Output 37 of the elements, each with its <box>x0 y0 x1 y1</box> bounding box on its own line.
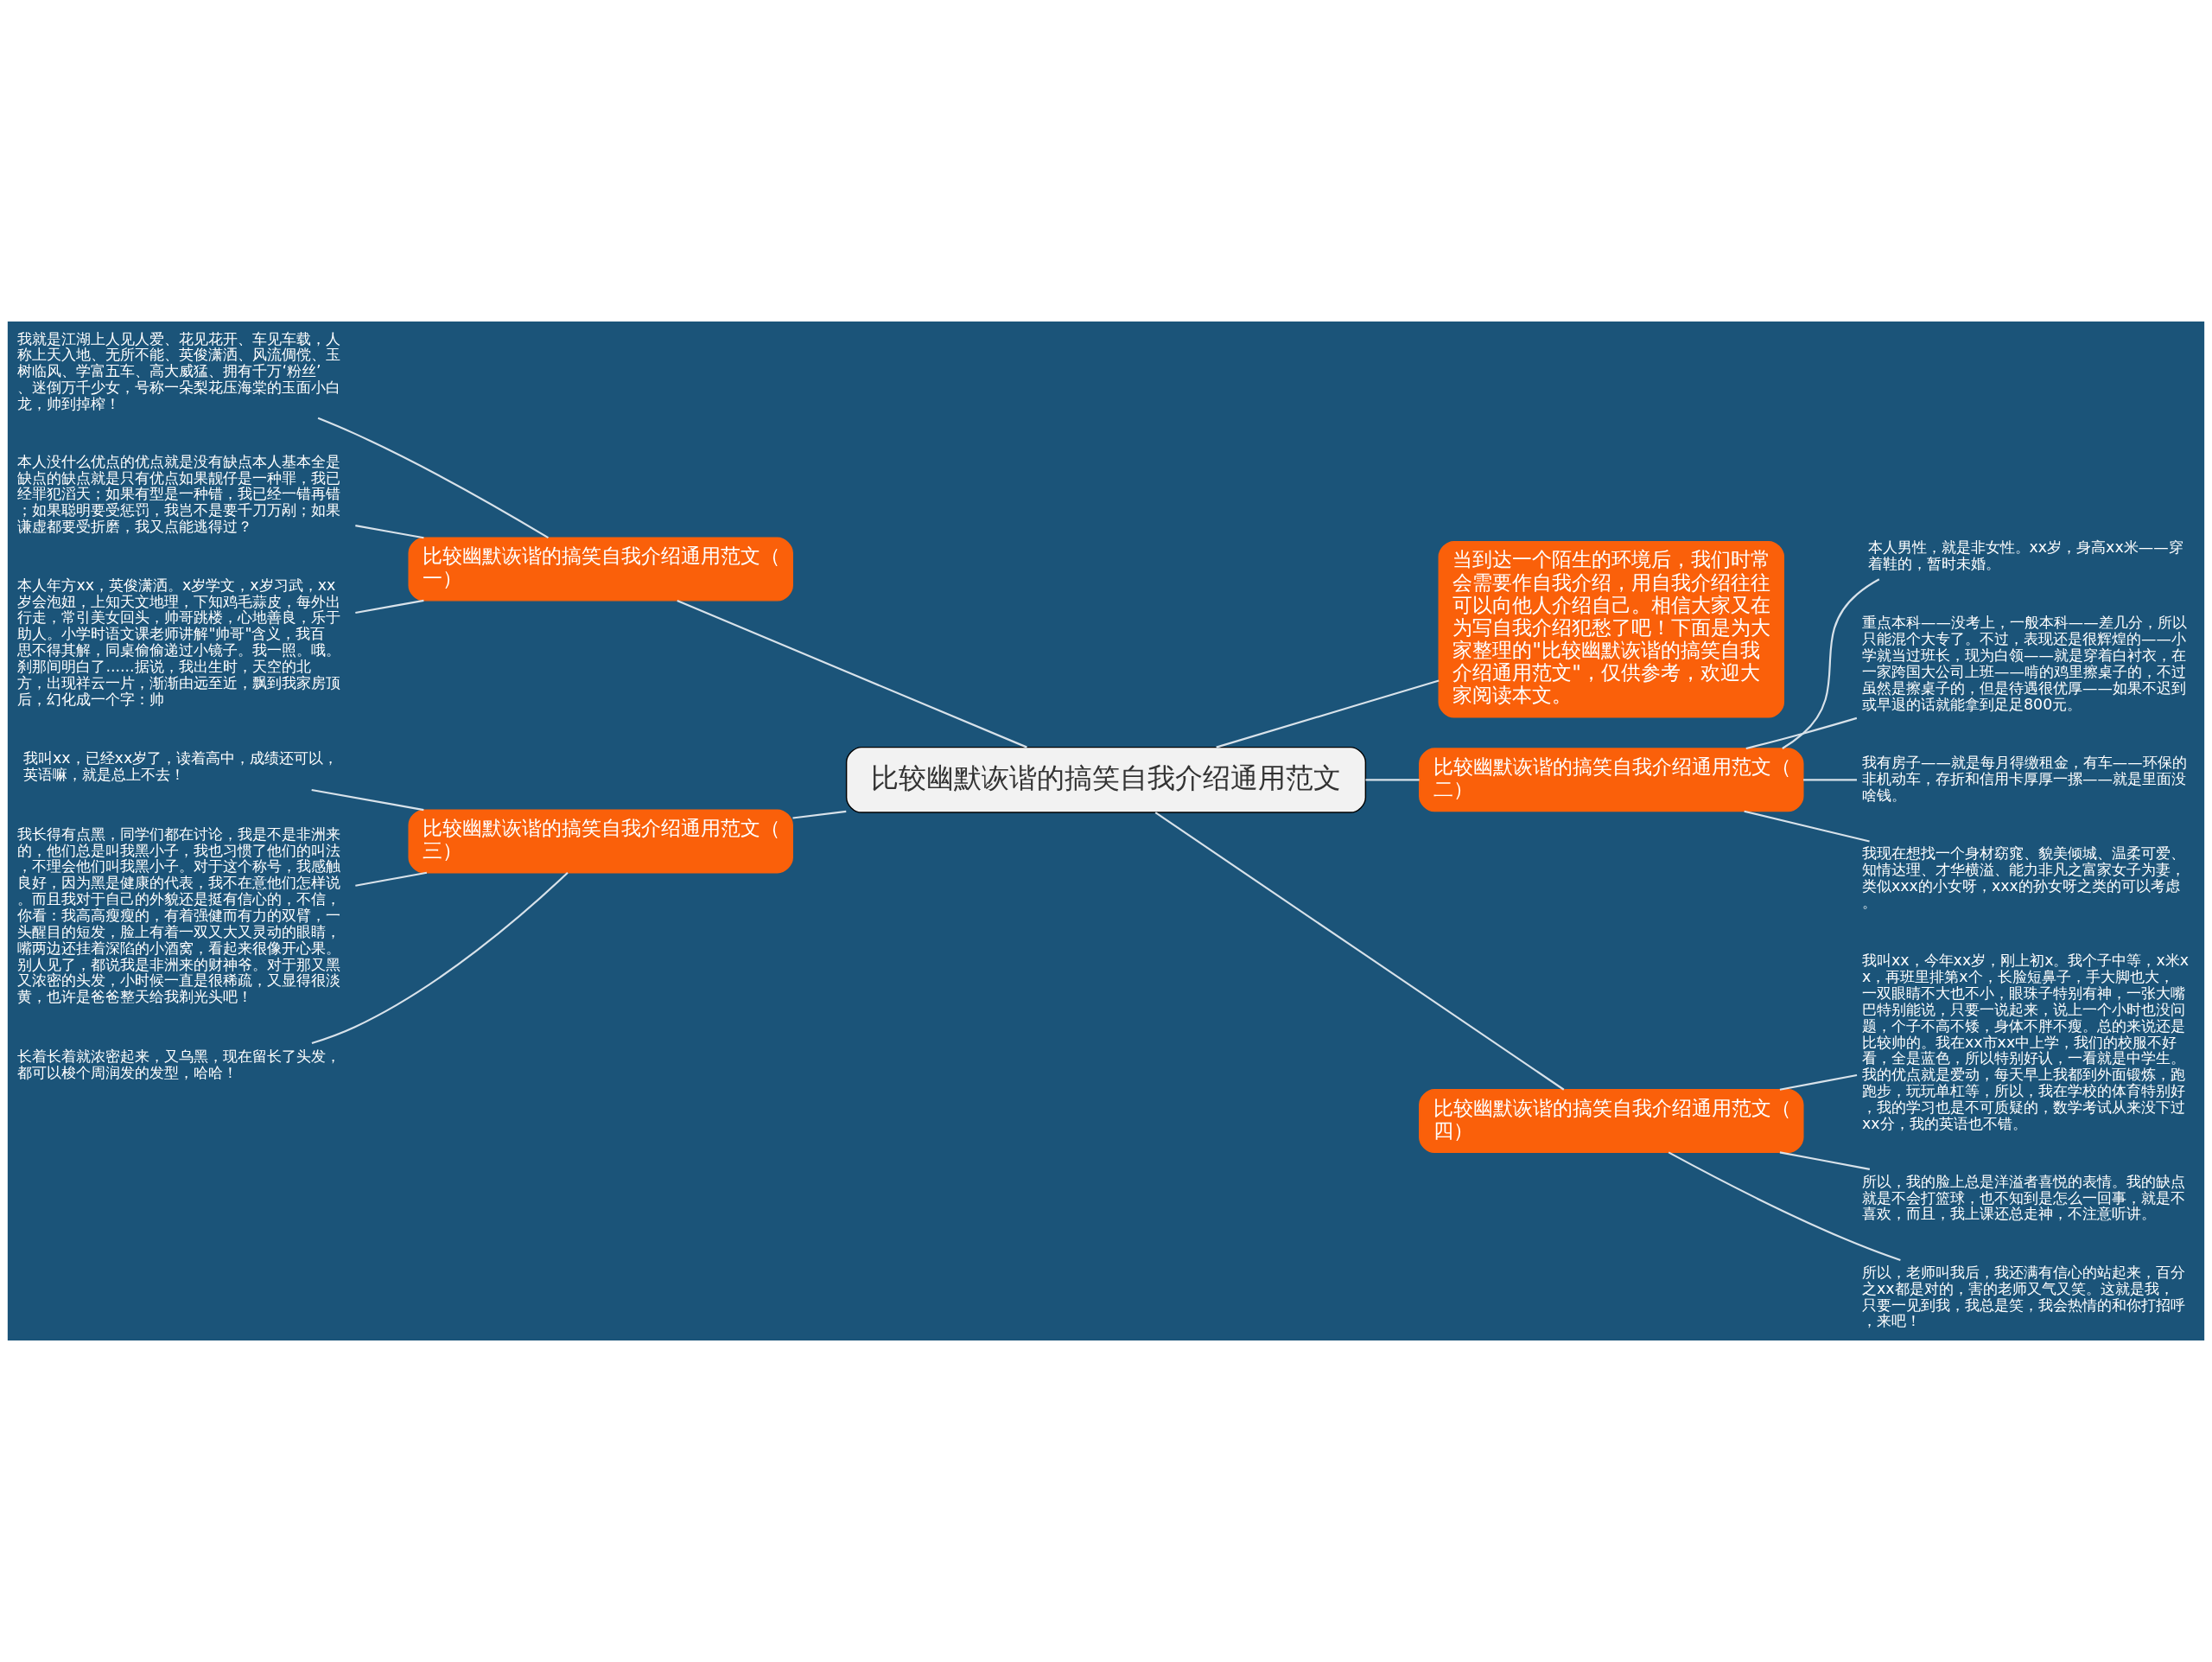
node-text: 我叫xx，今年xx岁，刚上初x。我个子中等，x米xx，再班里排第x个，长脸短鼻子，手大脚也大，一双眼睛不大也不小，眼珠子特别有神，一张大嘴巴特别能说，只要一说起来，说上一个小时也没问题，个子不高不矮，身体不胖不瘦。总的来说还是比较帅的。我在xx市xx中上学，我们的校服不好看，全是蓝色，所以特别好认，一看就是中学生。我的优点就是爱动，每天早上我都到外面锻炼，跑跑步，玩玩单杠等，所以，我在学校的体育特别好，我的学习也是不可质疑的，数学考试从来没下过xx分，我的英语也不错。 <box>1862 952 2190 1132</box>
node-box: 比较幽默诙谐的搞笑自我介绍通用范文（一） <box>408 537 793 602</box>
connector <box>1154 812 1565 1091</box>
connector <box>1744 810 1870 843</box>
node-box: 比较幽默诙谐的搞笑自我介绍通用范文 <box>845 746 1367 813</box>
connector <box>1782 578 1880 749</box>
connector <box>355 599 424 614</box>
connector <box>677 600 1027 748</box>
node-text: 本人年方xx，英俊潇洒。x岁学文，x岁习武，xx岁会泡妞，上知天文地理，下知鸡毛蒜皮，每外出行走，常引美女回头，帅哥跳楼，心地善良，乐于助人。小学时语文课老师讲解"帅哥"含义，我百思不得其解，同桌偷偷递过小镜子。我一照。哦。刹那间明白了......据说，我出生时，天空的北方，出现祥云一片，渐渐由远至近，飘到我家房顶后，幻化成一个字：帅 <box>17 576 341 708</box>
node-text: 我有房子——就是每月得缴租金，有车——环保的非机动车，存折和信用卡厚厚一摞——就是里面没啥钱。 <box>1862 754 2187 804</box>
node-box: 比较幽默诙谐的搞笑自我介绍通用范文（四） <box>1419 1089 1804 1154</box>
connector <box>792 810 847 819</box>
node-box: 比较幽默诙谐的搞笑自我介绍通用范文（三） <box>408 809 793 874</box>
node-text: 我长得有点黑，同学们都在讨论，我是不是非洲来的，他们总是叫我黑小子，我也习惯了他们的叫法，不理会他们叫我黑小子。对于这个称号，我感触良好，因为黑是健康的代表，我不在意他们怎样说。而且我对于自己的外貌还是挺有信心的，不信，你看：我高高瘦瘦的，有着强健而有力的双臂，一头醒目的短发，脸上有着一双又大又灵动的眼睛，嘴两边还挂着深陷的小酒窝，看起来很像开心果。别人见了，都说我是非洲来的财神爷。对于那又黑又浓密的头发，小时候一直是很稀疏，又显得很淡黄，也许是爸爸整天给我剃光头吧！ <box>17 825 341 1006</box>
connector <box>1779 1151 1871 1170</box>
connector <box>1668 1151 1901 1262</box>
connector <box>1745 716 1858 750</box>
node-text: 我叫xx，已经xx岁了，读着高中，成绩还可以，英语嘛，就是总上不去！ <box>23 748 339 783</box>
node-text: 所以，老师叫我后，我还满有信心的站起来，百分之xx都是对的，害的老师又气又笑。这就是我，只要一见到我，我总是笑，我会热情的和你打招呼，来吧！ <box>1862 1263 2185 1330</box>
node-box: 当到达一个陌生的环境后，我们时常会需要作自我介绍，用自我介绍往往可以向他人介绍自己。相信大家又在为写自我介绍犯愁了吧！下面是为大家整理的"比较幽默诙谐的搞笑自我介绍通用范文"，仅供参考，欢迎大家阅读本文。 <box>1438 540 1785 718</box>
node-text: 重点本科——没考上，一般本科——差几分，所以只能混个大专了。不过，表现还是很辉煌的——小学就当过班长，现为白领——就是穿着白衬衣，在一家跨国大公司上班——啃的鸡里擦桌子的，不过虽然是擦桌子的，但是待遇很优厚——如果不迟到或早退的话就能拿到足足800元。 <box>1862 614 2187 713</box>
connector <box>311 872 569 1044</box>
connector <box>1803 779 1857 781</box>
node-text: 我就是江湖上人见人爱、花见花开、车见车载，人称上天入地、无所不能、英俊潇洒、风流倜傥、玉树临风、学富五车、高大威猛、拥有千万‘粉丝’、迷倒万千少女，号称一朵梨花压海棠的玉面小白龙，帅到掉榨！ <box>17 329 341 412</box>
node-text: 本人没什么优点的优点就是没有缺点本人基本全是缺点的缺点就是只有优点如果靓仔是一种罪，我已经罪犯滔天；如果有型是一种错，我已经一错再错；如果聪明要受惩罚，我岂不是要千刀万剐；如果谦虚都要受折磨，我又点能逃得过？ <box>17 452 341 536</box>
connector <box>317 417 550 539</box>
connector <box>355 871 428 887</box>
node-box: 比较幽默诙谐的搞笑自我介绍通用范文（二） <box>1419 748 1804 812</box>
node-text: 所以，我的脸上总是洋溢者喜悦的表情。我的缺点就是不会打篮球，也不知到是怎么一回事，就是不喜欢，而且，我上课还总走神，不注意听讲。 <box>1862 1172 2185 1223</box>
node-text: 我现在想找一个身材窈窕、貌美倾城、温柔可爱、知情达理、才华横溢、能力非凡之富家女子为妻，类似xxx的小女呀，xxx的孙女呀之类的可以考虑。 <box>1862 844 2185 911</box>
connector <box>311 788 424 812</box>
connector <box>1216 679 1440 748</box>
connector <box>355 525 424 539</box>
node-text: 本人男性，就是非女性。xx岁，身高xx米——穿着鞋的，暂时未婚。 <box>1867 538 2183 573</box>
connector <box>1365 779 1420 781</box>
node-text: 长着长着就浓密起来，又乌黑，现在留长了头发，都可以梭个周润发的发型，哈哈！ <box>17 1048 341 1082</box>
connector <box>1779 1073 1858 1091</box>
